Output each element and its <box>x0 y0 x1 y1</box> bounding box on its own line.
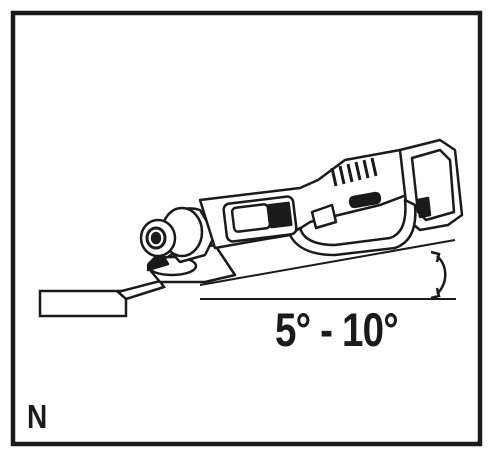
tilt-angle-label: 5° - 10° <box>275 303 399 356</box>
tilt-arrow-icon <box>430 250 447 300</box>
grinding-disc <box>38 279 166 318</box>
panel-letter: N <box>27 398 48 435</box>
angle-grinder-icon <box>139 138 464 284</box>
work-surface-icon <box>199 239 456 300</box>
diagram-border <box>10 10 483 447</box>
